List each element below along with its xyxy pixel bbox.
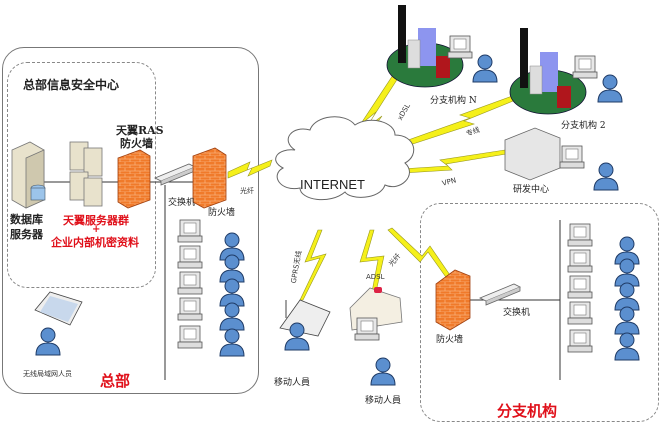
wireless-user-label: 无线局域网人员 [23,370,72,378]
link-fiber-hq [227,159,273,179]
server-cluster-plus: + [92,224,101,235]
mobile-user-1-label: 移动人員 [274,378,311,388]
security-center-region [7,62,156,288]
ras-firewall-icon [117,149,151,209]
db-server-label-2: 服务器 [10,228,43,241]
mobile-laptop-icon [279,299,331,337]
branch-2-user-icon [597,74,623,103]
branch-n-label: 分支机构 N [430,96,477,106]
security-center-title: 总部信息安全中心 [23,78,120,92]
internet-label: INTERNET [300,177,365,192]
headquarters-region [2,47,259,394]
branch-2-label: 分支机构 2 [561,121,606,131]
hq-switch-label: 交换机 [168,198,196,208]
mobile-user-2-icon [370,357,396,386]
link-gprs [299,229,327,301]
server-cluster-icon [69,141,103,207]
branch-2-pc-icon [572,55,598,79]
database-server-icon [11,141,46,209]
hq-firewall-label: 防火墙 [208,208,236,218]
ras-firewall-label-2: 防火墙 [120,137,153,150]
branch-users [614,236,640,361]
rnd-center-label: 研发中心 [513,185,550,195]
server-cluster-label-2: 企业内部机密资料 [51,236,139,249]
branch-firewall-label: 防火墙 [436,335,464,345]
link-adsl [359,229,385,293]
hq-users [219,232,245,357]
headquarters-title: 总部 [100,372,131,390]
branch-workstations [567,223,593,353]
db-server-label-1: 数据库 [10,213,43,226]
branch-n-buildings-icon [386,5,464,88]
branch-firewall-icon [435,269,471,331]
branch-region [420,203,659,422]
branch-2-buildings-icon [509,28,587,115]
rnd-pc-icon [559,145,585,169]
mobile-user-2-label: 移动人員 [365,396,402,406]
branch-n-user-icon [472,54,498,83]
branch-switch-label: 交换机 [503,308,531,318]
internet-cloud [275,116,415,201]
home-pc-icon [354,317,380,341]
branch-switch-icon [479,283,521,306]
hq-fiber-label: 光纤 [240,187,254,195]
wireless-user-icon [35,327,61,356]
rnd-server-icon [504,127,561,181]
ras-firewall-label-1: 天翼RAS [116,124,164,137]
wireless-laptop-icon [34,291,83,326]
rnd-user-icon [593,162,619,191]
server-cluster-label-1: 天翼服务器群 [63,214,129,227]
hq-workstations [177,219,203,349]
branch-title: 分支机构 [497,402,558,420]
adsl-label: ADSL [366,273,385,281]
branch-n-pc-icon [447,35,473,59]
hq-firewall-icon [192,147,227,209]
